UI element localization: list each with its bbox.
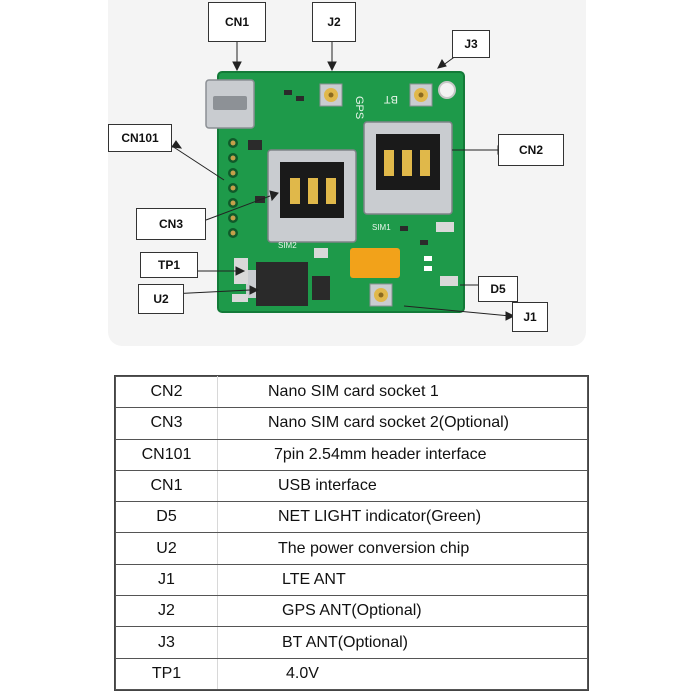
silk-bt: BT bbox=[384, 93, 398, 105]
row-code: CN3 bbox=[115, 407, 218, 440]
row-desc: LTE ANT bbox=[217, 563, 588, 597]
row-desc: 7pin 2.54mm header interface bbox=[217, 438, 588, 471]
callout-cn101: CN101 bbox=[108, 124, 172, 152]
row-code: J3 bbox=[115, 626, 218, 659]
row-desc: GPS ANT(Optional) bbox=[217, 595, 588, 628]
row-desc: The power conversion chip bbox=[217, 532, 588, 565]
row-code: U2 bbox=[115, 532, 218, 565]
row-desc: Nano SIM card socket 1 bbox=[217, 375, 588, 409]
row-code: CN101 bbox=[115, 438, 218, 471]
sim-socket-2 bbox=[267, 149, 357, 243]
mounting-hole bbox=[438, 81, 456, 99]
row-desc: NET LIGHT indicator(Green) bbox=[217, 501, 588, 534]
row-code: J2 bbox=[115, 595, 218, 628]
callout-cn1: CN1 bbox=[208, 2, 266, 42]
header-pins bbox=[228, 138, 238, 238]
antenna-connector-j3 bbox=[409, 83, 433, 107]
callout-j3: J3 bbox=[452, 30, 490, 58]
callout-tp1: TP1 bbox=[140, 252, 198, 278]
leader-lines bbox=[169, 42, 516, 321]
silk-sim1: SIM1 bbox=[372, 223, 391, 232]
pcb-board-edge bbox=[217, 71, 465, 313]
antenna-connector-j2 bbox=[319, 83, 343, 107]
tantalum-capacitor bbox=[350, 248, 400, 278]
row-code: J1 bbox=[115, 563, 218, 597]
pcb-diagram: GPS BT SIM2 SIM1 bbox=[169, 42, 516, 321]
silk-gps: GPS bbox=[353, 96, 365, 119]
callout-j2: J2 bbox=[312, 2, 356, 42]
row-code: CN2 bbox=[115, 375, 218, 409]
row-desc: Nano SIM card socket 2(Optional) bbox=[217, 407, 588, 440]
row-code: TP1 bbox=[115, 657, 218, 690]
sim-socket-1 bbox=[363, 121, 453, 215]
row-desc: BT ANT(Optional) bbox=[217, 626, 588, 659]
callout-j1: J1 bbox=[512, 302, 548, 332]
row-code: D5 bbox=[115, 501, 218, 534]
row-desc: USB interface bbox=[217, 469, 588, 503]
row-desc: 4.0V bbox=[217, 657, 588, 690]
row-code: CN1 bbox=[115, 469, 218, 503]
silk-sim2: SIM2 bbox=[278, 241, 297, 250]
callout-cn2: CN2 bbox=[498, 134, 564, 166]
callout-d5: D5 bbox=[478, 276, 518, 302]
callout-cn3: CN3 bbox=[136, 208, 206, 240]
callout-u2: U2 bbox=[138, 284, 184, 314]
antenna-connector-j1 bbox=[369, 283, 393, 307]
power-chip-u2 bbox=[256, 262, 308, 306]
